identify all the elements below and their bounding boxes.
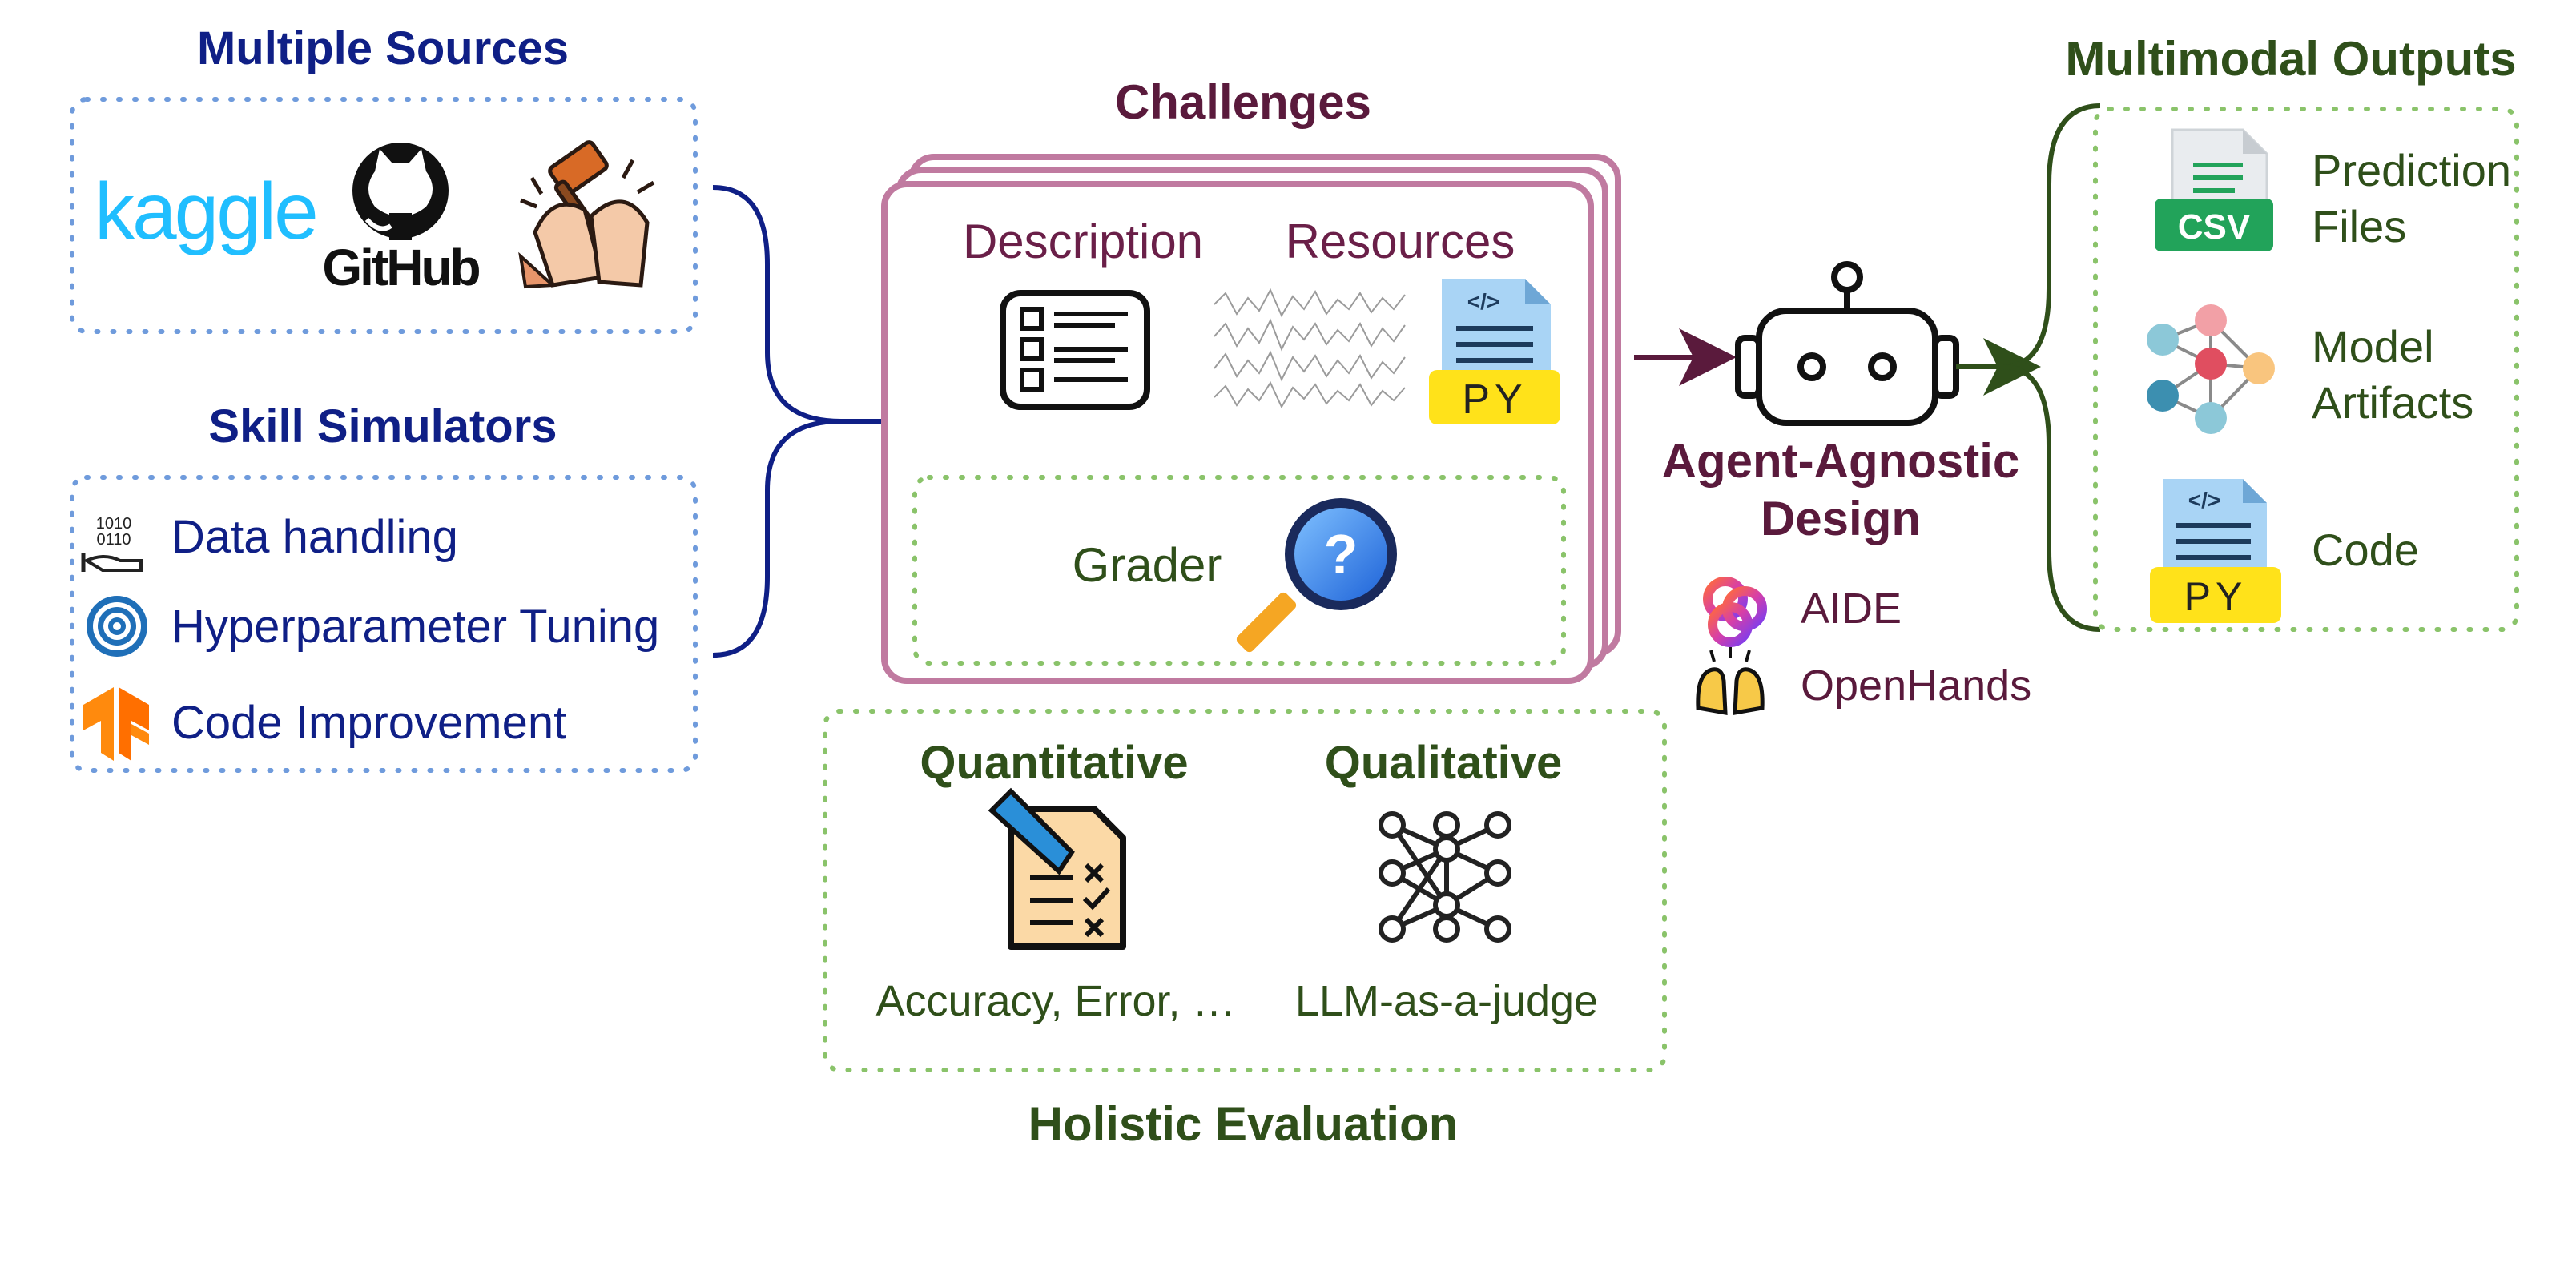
grader-label: Grader xyxy=(1073,538,1222,592)
output-item-model-line1: Model xyxy=(2312,321,2434,372)
agent-example-aide: AIDE xyxy=(1801,585,1902,633)
simulator-item-data-handling: Data handling xyxy=(171,511,458,563)
description-label: Description xyxy=(963,215,1203,268)
holistic-evaluation-panel: Quantitative Accuracy, Error, … Qualitat… xyxy=(823,709,1667,1151)
multiple-sources-panel: Multiple Sources kaggle GitHub xyxy=(70,22,698,334)
multimodal-outputs-panel: Multimodal Outputs CSV Prediction Files xyxy=(2065,32,2519,632)
quantitative-title: Quantitative xyxy=(920,737,1188,789)
grader-question-mark: ? xyxy=(1324,523,1358,585)
agent-to-outputs-arrow xyxy=(1956,103,2101,632)
svg-text:1010: 1010 xyxy=(96,515,132,533)
agent-title-line1: Agent-Agnostic xyxy=(1662,434,2020,488)
document-list-icon xyxy=(1000,290,1150,410)
output-item-prediction-line1: Prediction xyxy=(2312,145,2511,195)
quantitative-description: Accuracy, Error, … xyxy=(875,977,1235,1025)
qualitative-title: Qualitative xyxy=(1325,737,1563,789)
output-item-prediction-line2: Files xyxy=(2312,201,2406,251)
challenges-title: Challenges xyxy=(1115,75,1371,129)
challenges-panel: Challenges Description Resources </> xyxy=(881,75,1621,684)
qualitative-description: LLM-as-a-judge xyxy=(1295,977,1598,1025)
output-item-model-line2: Artifacts xyxy=(2312,377,2473,428)
csv-file-icon xyxy=(2155,128,2273,251)
github-logo: GitHub xyxy=(322,239,479,296)
code-python-file-icon: </> xyxy=(2150,479,2281,623)
signal-data-icon xyxy=(1214,288,1406,409)
tensorflow-icon xyxy=(83,687,149,761)
checklist-pen-icon xyxy=(988,787,1126,950)
svg-text:</>: </> xyxy=(2188,488,2220,513)
simulator-item-code-improvement: Code Improvement xyxy=(171,697,566,749)
model-graph-icon xyxy=(2147,304,2275,434)
agent-panel: Agent-Agnostic Design AIDE OpenHands xyxy=(1662,261,2031,716)
simulators-box xyxy=(70,475,698,773)
neural-network-icon xyxy=(1379,811,1511,943)
output-item-code: Code xyxy=(2312,525,2419,575)
sources-title: Multiple Sources xyxy=(197,22,569,74)
sources-box xyxy=(70,97,698,334)
python-file-label: PY xyxy=(1462,376,1527,423)
skill-simulators-panel: Skill Simulators 1010 0110 Data handling… xyxy=(70,400,698,773)
csv-file-label: CSV xyxy=(2178,207,2251,247)
robot-icon xyxy=(1735,261,1959,426)
crowd-hands-icon xyxy=(518,140,655,289)
outputs-box xyxy=(2093,107,2519,632)
agent-example-openhands: OpenHands xyxy=(1801,662,2031,710)
agent-title-line2: Design xyxy=(1761,492,1921,545)
data-handling-icon: 1010 0110 xyxy=(81,515,143,572)
svg-text:</>: </> xyxy=(1467,289,1499,314)
magnifier-icon xyxy=(1236,498,1397,653)
grader-box xyxy=(912,475,1566,666)
openhands-logo-icon xyxy=(1696,647,1765,716)
aide-logo-icon xyxy=(1703,577,1767,647)
evaluation-title: Holistic Evaluation xyxy=(1028,1097,1459,1151)
simulator-item-hyperparameter-tuning: Hyperparameter Tuning xyxy=(171,601,659,653)
simulators-title: Skill Simulators xyxy=(208,400,557,452)
kaggle-logo: kaggle xyxy=(95,167,316,256)
code-python-file-label: PY xyxy=(2184,574,2248,619)
hyperparameter-tuning-icon xyxy=(87,596,147,657)
outputs-title: Multimodal Outputs xyxy=(2065,32,2516,86)
python-file-icon: </> xyxy=(1429,279,1560,424)
resources-label: Resources xyxy=(1286,215,1515,268)
github-icon xyxy=(352,143,449,240)
svg-text:0110: 0110 xyxy=(96,531,131,549)
